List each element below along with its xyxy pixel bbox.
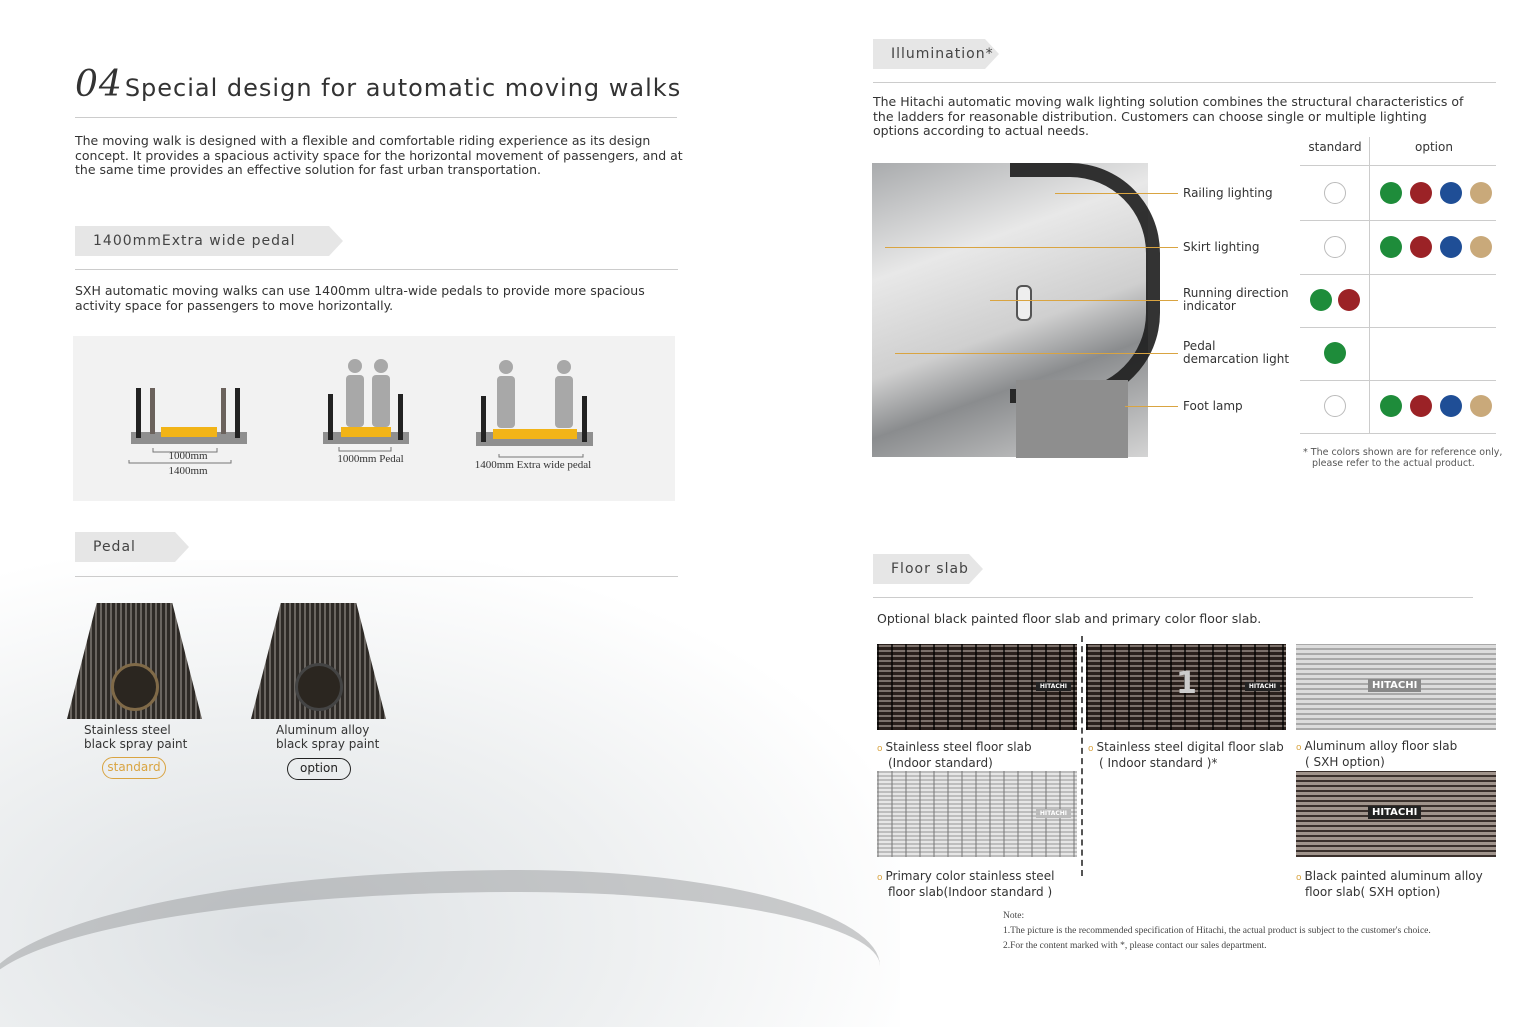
option-badge: option — [287, 758, 351, 780]
color-swatch — [1470, 236, 1492, 258]
black-aluminum-slab-image: HITACHI — [1296, 771, 1496, 857]
column-divider — [1369, 137, 1370, 433]
diagram-caption: 1000mm Pedal — [337, 453, 404, 465]
divider — [75, 117, 677, 118]
wide-pedal-text: SXH automatic moving walks can use 1400m… — [75, 283, 645, 313]
illumination-tag: Illumination* — [873, 39, 999, 69]
divider — [873, 597, 1473, 598]
lighting-label: Foot lamp — [1183, 399, 1243, 413]
row-divider — [1300, 220, 1496, 221]
page-title: 04Special design for automatic moving wa… — [75, 64, 682, 105]
white-light-swatch — [1324, 395, 1346, 417]
color-swatch — [1338, 289, 1360, 311]
color-footnote: * The colors shown are for reference onl… — [1303, 447, 1503, 469]
white-light-swatch — [1324, 182, 1346, 204]
callout-line — [885, 247, 1178, 248]
color-swatch — [1410, 395, 1432, 417]
color-swatch — [1470, 182, 1492, 204]
color-swatch — [1380, 236, 1402, 258]
row-divider — [1300, 380, 1496, 381]
color-swatch — [1410, 182, 1432, 204]
foot-lamp-image — [1016, 380, 1128, 458]
lighting-label: Skirt lighting — [1183, 240, 1260, 254]
color-swatch — [1380, 182, 1402, 204]
floor-slab-tag: Floor slab — [873, 554, 983, 584]
column-option: option — [1415, 140, 1453, 154]
intro-text: The moving walk is designed with a flexi… — [75, 133, 683, 178]
color-swatch — [1410, 236, 1432, 258]
lighting-label: Railing lighting — [1183, 186, 1273, 200]
color-swatch — [1440, 182, 1462, 204]
color-swatch — [1324, 342, 1346, 364]
pedal-tag: Pedal — [75, 532, 189, 562]
row-divider — [1300, 327, 1496, 328]
illumination-text: The Hitachi automatic moving walk lighti… — [873, 94, 1464, 139]
direction-indicator-image — [1016, 285, 1032, 321]
divider — [75, 576, 678, 577]
pedal-width-diagrams: 1000mm 1400mm 1000mm Pedal 1400mm Extra … — [73, 336, 675, 501]
color-swatch — [1440, 395, 1462, 417]
stainless-slab-image: HITACHI — [877, 644, 1077, 730]
diagram-caption: 1400mm Extra wide pedal — [474, 459, 592, 471]
row-divider — [1300, 433, 1496, 434]
dashed-divider — [1081, 636, 1083, 876]
color-swatch — [1310, 289, 1332, 311]
column-standard: standard — [1308, 140, 1362, 154]
wide-pedal-tag: 1400mmExtra wide pedal design — [75, 226, 343, 256]
notes: Note:1.The picture is the recommended sp… — [1003, 911, 1431, 951]
standard-badge: standard — [102, 757, 166, 779]
divider — [75, 269, 678, 270]
row-divider — [1300, 274, 1496, 275]
handrail-image — [1010, 163, 1160, 403]
diagram-caption: 1000mm — [168, 450, 208, 462]
width-diagrams-illustration — [128, 359, 593, 464]
callout-line — [895, 353, 1178, 354]
diagram-caption: 1400mm — [168, 465, 208, 477]
divider — [873, 82, 1496, 83]
floor-slab-text: Optional black painted floor slab and pr… — [877, 611, 1262, 626]
row-divider — [1300, 165, 1496, 166]
aluminum-slab-image: HITACHI — [1296, 644, 1496, 730]
color-swatch — [1380, 395, 1402, 417]
callout-line — [1125, 406, 1178, 407]
callout-line — [990, 300, 1178, 301]
primary-slab-image: HITACHI — [877, 771, 1077, 857]
color-swatch — [1470, 395, 1492, 417]
callout-line — [1055, 193, 1178, 194]
color-swatch — [1440, 236, 1462, 258]
white-light-swatch — [1324, 236, 1346, 258]
